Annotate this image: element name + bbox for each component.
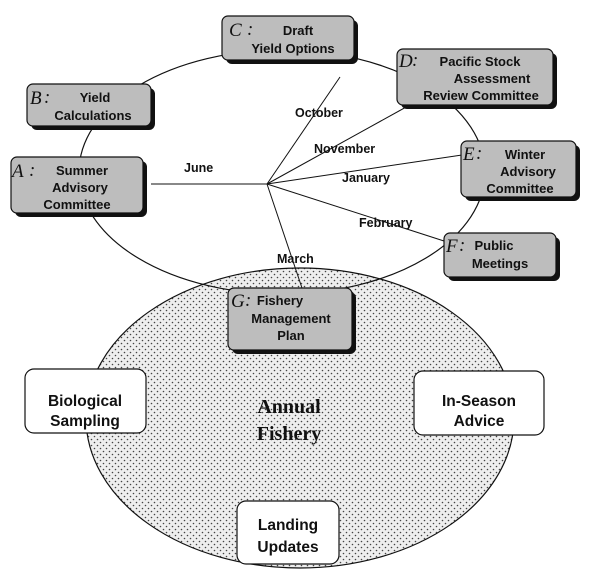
node-c-line-1: Draft xyxy=(283,23,314,38)
box-biological-line-2: Sampling xyxy=(50,413,120,430)
node-g-separator: : xyxy=(245,290,251,311)
node-e-line-1: Winter xyxy=(505,147,545,162)
spoke-february xyxy=(266,183,445,242)
node-e-line-2: Advisory xyxy=(500,164,556,179)
box-inseason-line-1: In-Season xyxy=(442,393,516,410)
node-g-letter: G xyxy=(231,291,245,312)
month-spokes xyxy=(151,76,463,289)
node-b-line-1: Yield xyxy=(80,90,111,105)
annual-fishery-title-line-1: Annual xyxy=(257,396,321,418)
node-g-fishery-management-plan: G : Fishery Management Plan xyxy=(227,287,356,354)
node-f-separator: : xyxy=(459,235,465,256)
box-landing-updates: Landing Updates xyxy=(236,500,340,565)
month-label-february: February xyxy=(359,216,413,230)
node-e-letter: E xyxy=(462,144,475,165)
box-landing-line-1: Landing xyxy=(258,517,318,534)
node-d-line-2: Assessment xyxy=(454,71,531,86)
node-d-line-1: Pacific Stock xyxy=(440,54,522,69)
month-label-january: January xyxy=(342,171,390,185)
node-g-line-3: Plan xyxy=(277,328,305,343)
month-label-march: March xyxy=(277,252,314,266)
node-a-letter: A xyxy=(10,161,24,182)
node-g-line-1: Fishery xyxy=(257,293,304,308)
node-e-separator: : xyxy=(476,143,482,164)
node-b-line-2: Calculations xyxy=(54,108,131,123)
node-a-line-2: Advisory xyxy=(52,180,108,195)
node-b-separator: : xyxy=(44,87,50,108)
box-biological-sampling: Biological Sampling xyxy=(24,368,147,434)
box-biological-line-1: Biological xyxy=(48,393,122,410)
node-c-line-2: Yield Options xyxy=(251,41,334,56)
node-d-letter: D xyxy=(398,51,413,72)
spoke-october xyxy=(266,76,341,185)
node-f-public-meetings: F : Public Meetings xyxy=(443,232,560,281)
annual-fishery-title-line-2: Fishery xyxy=(257,423,321,445)
node-c-separator: : xyxy=(247,19,253,40)
month-label-november: November xyxy=(314,142,375,156)
month-label-october: October xyxy=(295,106,343,120)
node-e-winter-advisory-committee: E : Winter Advisory Committee xyxy=(460,140,580,201)
node-d-pacific-stock-assessment: D : Pacific Stock Assessment Review Comm… xyxy=(396,48,557,109)
node-f-line-2: Meetings xyxy=(472,256,528,271)
node-a-separator: : xyxy=(29,160,35,181)
node-g-line-2: Management xyxy=(251,311,331,326)
box-inseason-line-2: Advice xyxy=(454,413,505,430)
month-label-june: June xyxy=(184,161,213,175)
spoke-march xyxy=(266,183,303,289)
node-a-line-3: Committee xyxy=(43,197,110,212)
node-c-letter: C xyxy=(229,20,242,41)
spoke-january xyxy=(266,154,463,185)
node-d-line-3: Review Committee xyxy=(423,88,539,103)
node-d-separator: : xyxy=(412,50,418,71)
node-f-letter: F xyxy=(445,236,458,257)
box-in-season-advice: In-Season Advice xyxy=(413,370,545,436)
node-a-summer-advisory-committee: A : Summer Advisory Committee xyxy=(10,156,147,217)
node-c-draft-yield-options: C : Draft Yield Options xyxy=(221,15,358,64)
node-a-line-1: Summer xyxy=(56,163,108,178)
node-b-letter: B xyxy=(30,88,42,109)
node-b-yield-calculations: B : Yield Calculations xyxy=(26,83,155,130)
box-landing-line-2: Updates xyxy=(257,539,318,556)
node-e-line-3: Committee xyxy=(486,181,553,196)
node-f-line-1: Public xyxy=(474,238,513,253)
spoke-november xyxy=(266,105,409,185)
